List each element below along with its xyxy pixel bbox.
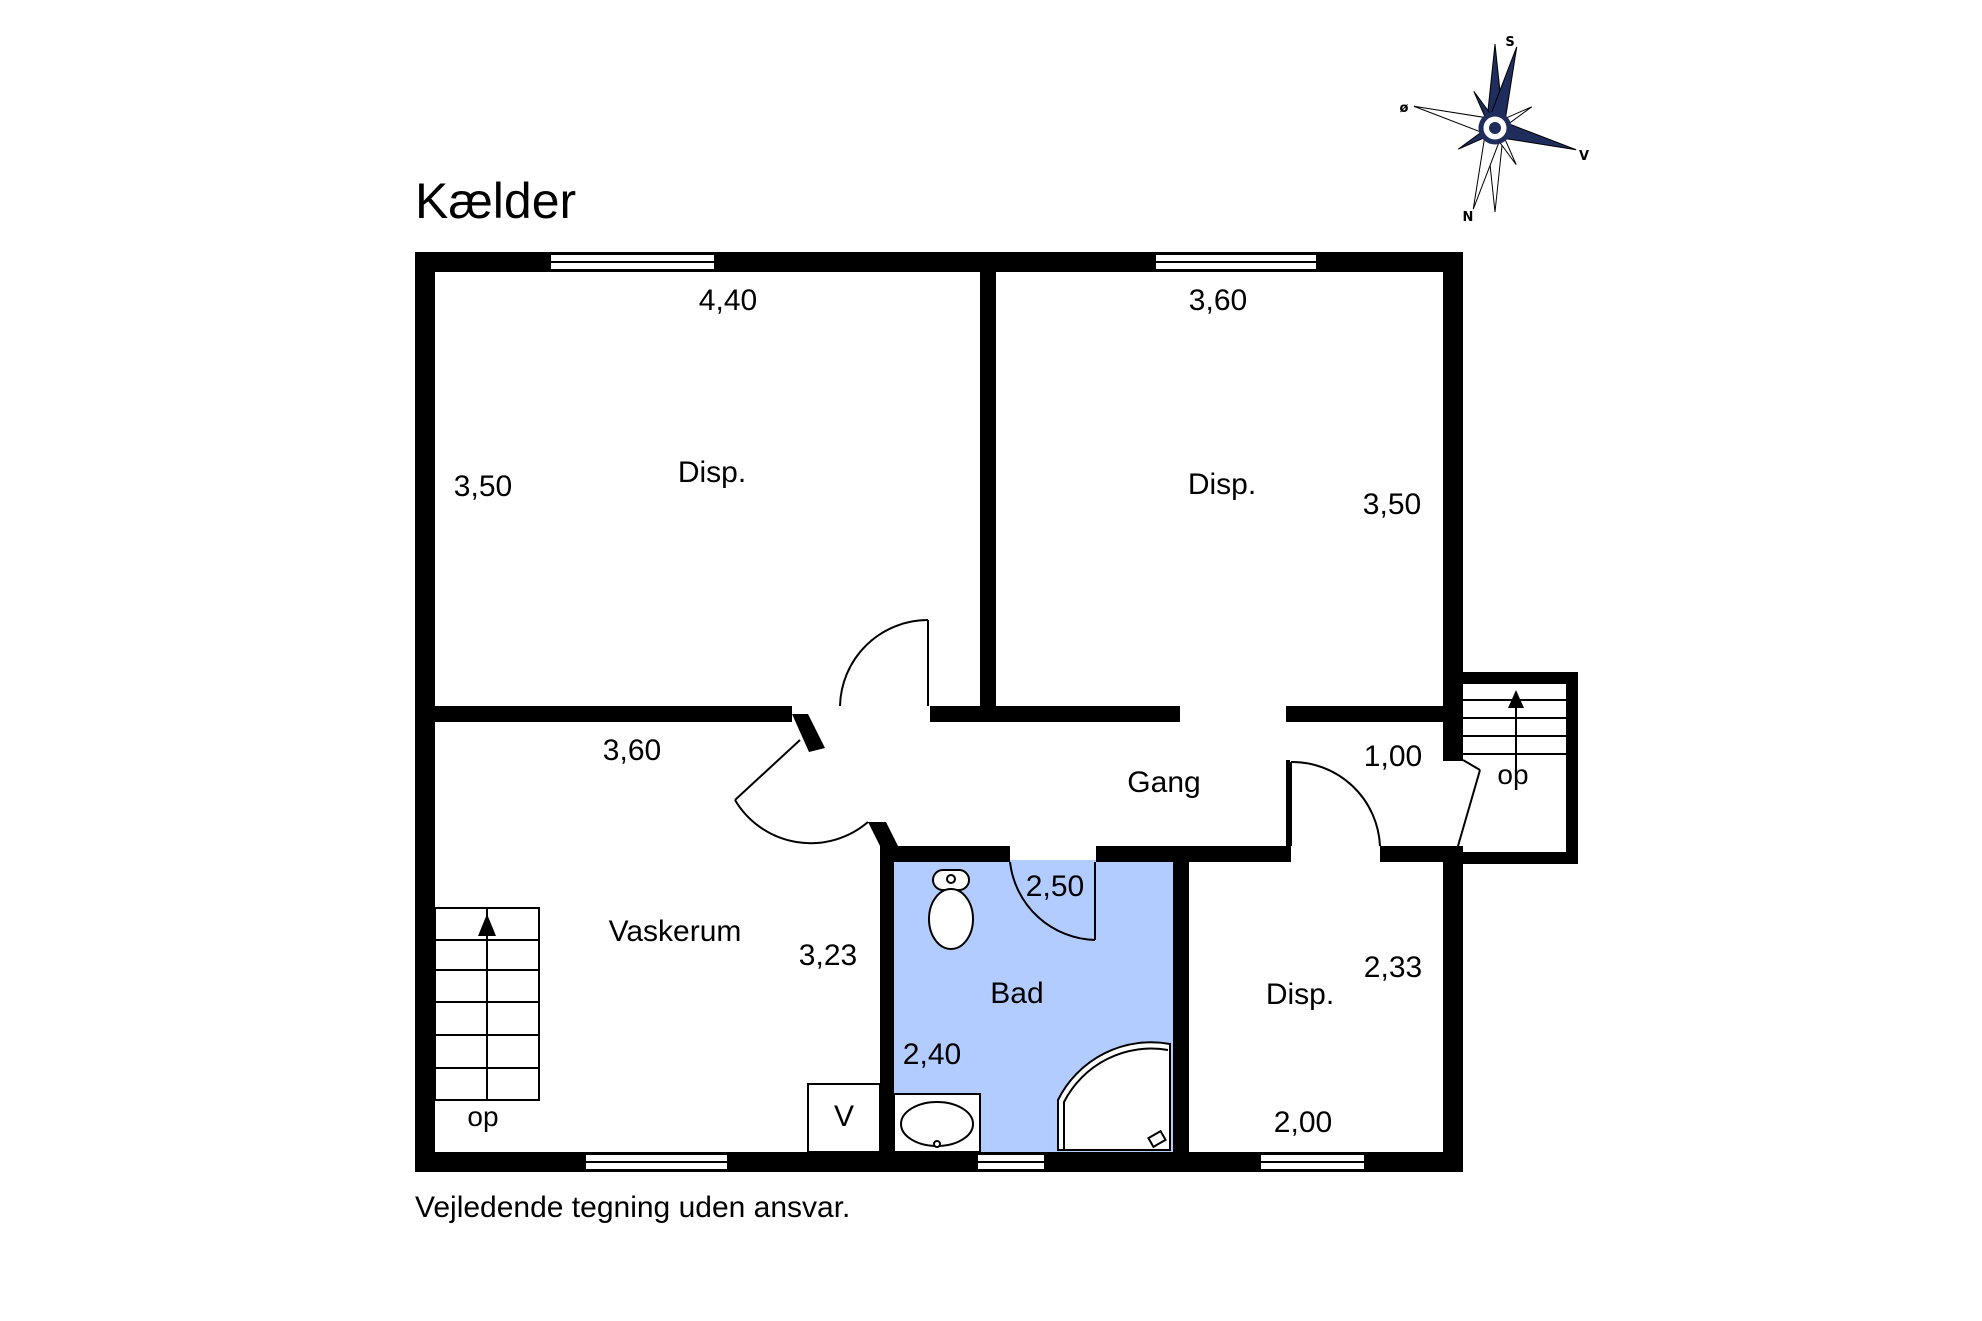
stair-label-entry: op bbox=[1497, 759, 1528, 790]
stair-label-vaskerum: op bbox=[467, 1101, 498, 1132]
boiler-box-label: V bbox=[834, 1100, 854, 1133]
room-name-vaskerum: Vaskerum bbox=[609, 915, 742, 948]
room-name-disp-top-left: Disp. bbox=[678, 456, 746, 489]
dim-disp-top-right-width: 3,60 bbox=[1189, 284, 1247, 317]
room-name-disp-bottom-right: Disp. bbox=[1266, 978, 1334, 1011]
disclaimer-footer: Vejledende tegning uden ansvar. bbox=[415, 1191, 850, 1224]
room-name-bad: Bad bbox=[990, 977, 1043, 1010]
dim-gang-width: 1,00 bbox=[1364, 740, 1422, 773]
dim-bad-width: 2,50 bbox=[1026, 870, 1084, 903]
sink-icon bbox=[893, 1093, 981, 1153]
stairs-vaskerum-arrow-icon bbox=[478, 914, 496, 936]
dim-bad-height: 2,40 bbox=[903, 1038, 961, 1071]
dim-disp-top-left-width: 4,40 bbox=[699, 284, 757, 317]
compass-south-label: S bbox=[1505, 35, 1514, 50]
dim-vaskerum-width: 3,60 bbox=[603, 734, 661, 767]
stairs-entry-arrow-icon bbox=[1508, 690, 1524, 708]
room-name-disp-top-right: Disp. bbox=[1188, 468, 1256, 501]
compass-west-label: V bbox=[1579, 149, 1589, 164]
dim-disp-bottom-right-height: 2,33 bbox=[1364, 951, 1422, 984]
dim-disp-bottom-right-width: 2,00 bbox=[1274, 1106, 1332, 1139]
compass-north-label: N bbox=[1463, 210, 1474, 225]
compass-east-label: ø bbox=[1400, 101, 1409, 116]
room-name-gang: Gang bbox=[1127, 766, 1200, 799]
plan-title: Kælder bbox=[415, 173, 576, 229]
shower-icon bbox=[1057, 1041, 1171, 1151]
compass-rose-icon bbox=[1413, 43, 1577, 213]
windows bbox=[549, 253, 1366, 1171]
doors bbox=[734, 619, 1481, 941]
boiler-box bbox=[807, 1083, 881, 1153]
dim-vaskerum-height: 3,23 bbox=[799, 939, 857, 972]
stairs-vaskerum bbox=[434, 907, 540, 1101]
toilet-icon bbox=[928, 869, 974, 950]
dim-disp-top-right-height: 3,50 bbox=[1363, 488, 1421, 521]
dim-disp-top-left-height: 3,50 bbox=[454, 470, 512, 503]
